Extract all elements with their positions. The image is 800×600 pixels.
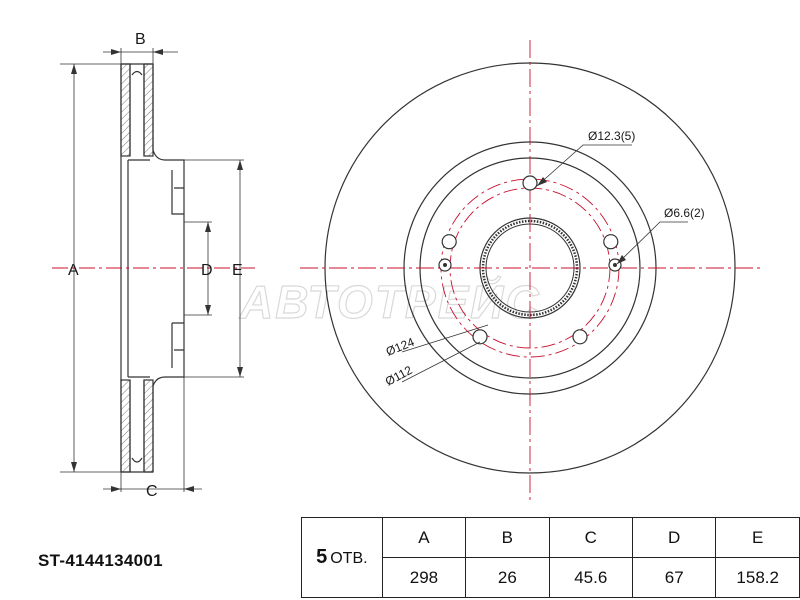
header-e: E: [715, 517, 800, 558]
bolt-hole: [441, 234, 457, 250]
callout-pcd-inner: Ø112: [383, 363, 415, 389]
callout-pin-dia: Ø6.6(2): [664, 206, 705, 220]
value-d: 67: [632, 557, 717, 598]
part-number: ST-4144134001: [38, 551, 163, 570]
inner-ring-hatch-top: [143, 63, 154, 157]
label-d: D: [201, 262, 213, 279]
bolt-hole: [522, 175, 538, 191]
value-a: 298: [381, 557, 467, 598]
side-view: [60, 48, 244, 492]
outer-ring-hatch-top: [120, 63, 131, 157]
dimension-arrows: [71, 49, 243, 492]
label-a: A: [68, 262, 79, 279]
bolt-hole: [472, 329, 488, 345]
spec-value-row: 298 26 45.6 67 158.2: [302, 557, 800, 598]
header-b: B: [465, 517, 550, 558]
label-e: E: [232, 262, 243, 279]
front-centerlines: [300, 40, 760, 500]
holes-unit: ОТВ.: [330, 550, 368, 567]
holes-count: 5: [316, 546, 328, 568]
callout-leaders: [401, 144, 688, 383]
callout-pcd-outer: Ø124: [384, 335, 417, 359]
label-c: C: [146, 483, 158, 500]
outer-ring-hatch-bottom: [120, 379, 131, 473]
header-d: D: [632, 517, 717, 558]
header-a: A: [381, 517, 467, 558]
locating-pin-center: [613, 263, 617, 267]
value-e: 158.2: [715, 557, 800, 598]
label-b: B: [135, 31, 146, 48]
callout-hole-dia: Ø12.3(5): [588, 129, 635, 143]
value-b: 26: [465, 557, 550, 598]
inner-ring-hatch-bottom: [143, 379, 154, 473]
header-c: C: [548, 517, 634, 558]
value-c: 45.6: [548, 557, 634, 598]
locating-pin-center: [443, 263, 447, 267]
bolt-hole: [572, 329, 588, 345]
bolt-holes: [441, 175, 619, 345]
bolt-hole: [603, 234, 619, 250]
locating-pins: [438, 258, 622, 272]
watermark: АВТОТРЕЙС: [239, 276, 541, 328]
